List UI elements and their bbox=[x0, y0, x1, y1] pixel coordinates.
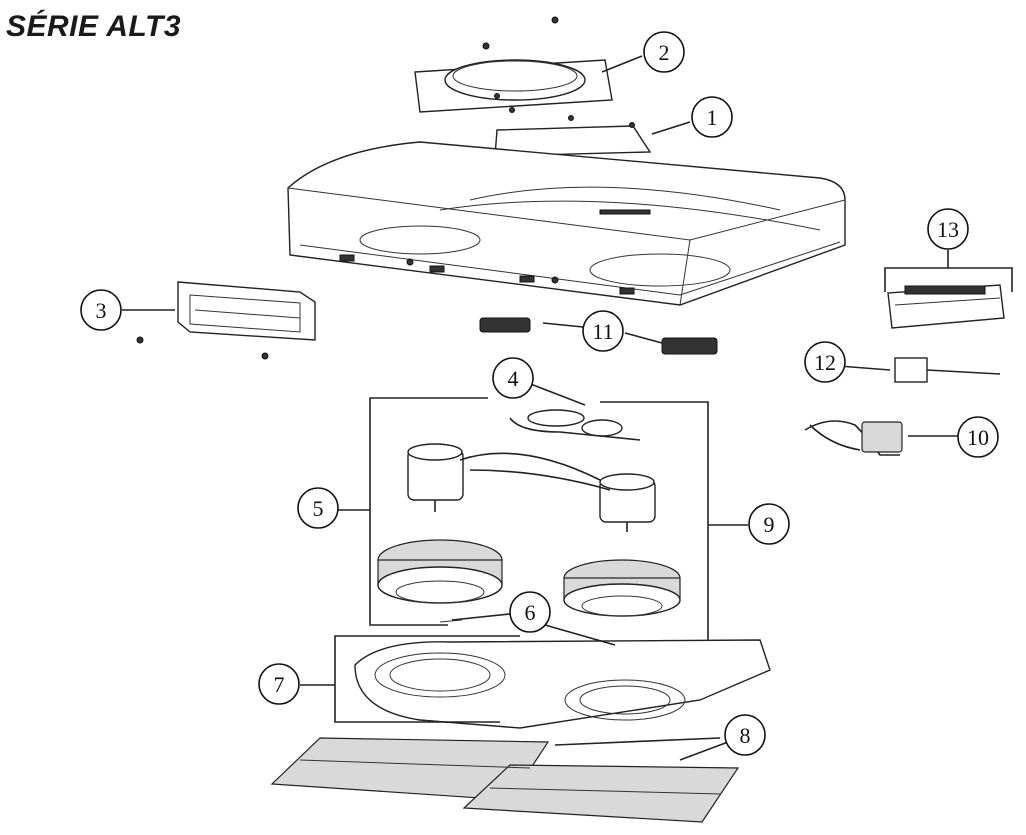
svg-text:13: 13 bbox=[937, 217, 959, 242]
part-power-cord bbox=[804, 420, 903, 456]
callout-8: 8 bbox=[724, 714, 766, 756]
part-motors bbox=[407, 443, 656, 532]
callout-12: 12 bbox=[804, 341, 846, 383]
svg-text:10: 10 bbox=[967, 425, 989, 450]
svg-text:6: 6 bbox=[525, 600, 536, 625]
svg-text:12: 12 bbox=[814, 350, 836, 375]
callout-7: 7 bbox=[258, 663, 300, 705]
callout-3: 3 bbox=[80, 289, 122, 331]
callout-6: 6 bbox=[509, 591, 551, 633]
callout-10: 10 bbox=[957, 416, 999, 458]
part-capacitors bbox=[509, 409, 641, 441]
svg-text:1: 1 bbox=[707, 105, 718, 130]
callout-4: 4 bbox=[492, 357, 534, 399]
svg-text:3: 3 bbox=[96, 298, 107, 323]
part-lights bbox=[479, 317, 718, 355]
callout-11: 11 bbox=[582, 310, 624, 352]
callout-2: 2 bbox=[643, 31, 685, 73]
part-damper-plate bbox=[494, 107, 652, 157]
diagram-title: SÉRIE ALT3 bbox=[6, 10, 182, 43]
part-grease-filters bbox=[270, 737, 740, 823]
callout-9: 9 bbox=[748, 503, 790, 545]
callout-5: 5 bbox=[297, 487, 339, 529]
svg-text:11: 11 bbox=[592, 319, 613, 344]
leader-lines bbox=[122, 55, 1013, 761]
part-exhaust-adapter bbox=[136, 281, 316, 360]
svg-text:2: 2 bbox=[659, 40, 670, 65]
part-duct-collar bbox=[414, 16, 613, 113]
svg-text:4: 4 bbox=[508, 366, 519, 391]
part-blower-wheels bbox=[377, 539, 681, 617]
svg-text:9: 9 bbox=[764, 512, 775, 537]
callout-1: 1 bbox=[691, 96, 733, 138]
part-hood-body bbox=[287, 141, 846, 306]
svg-text:7: 7 bbox=[274, 672, 285, 697]
part-switch bbox=[894, 357, 1001, 383]
svg-text:5: 5 bbox=[313, 496, 324, 521]
part-blower-housing bbox=[354, 639, 771, 729]
svg-text:8: 8 bbox=[740, 723, 751, 748]
callout-13: 13 bbox=[927, 208, 969, 250]
part-control-board bbox=[887, 284, 1005, 329]
